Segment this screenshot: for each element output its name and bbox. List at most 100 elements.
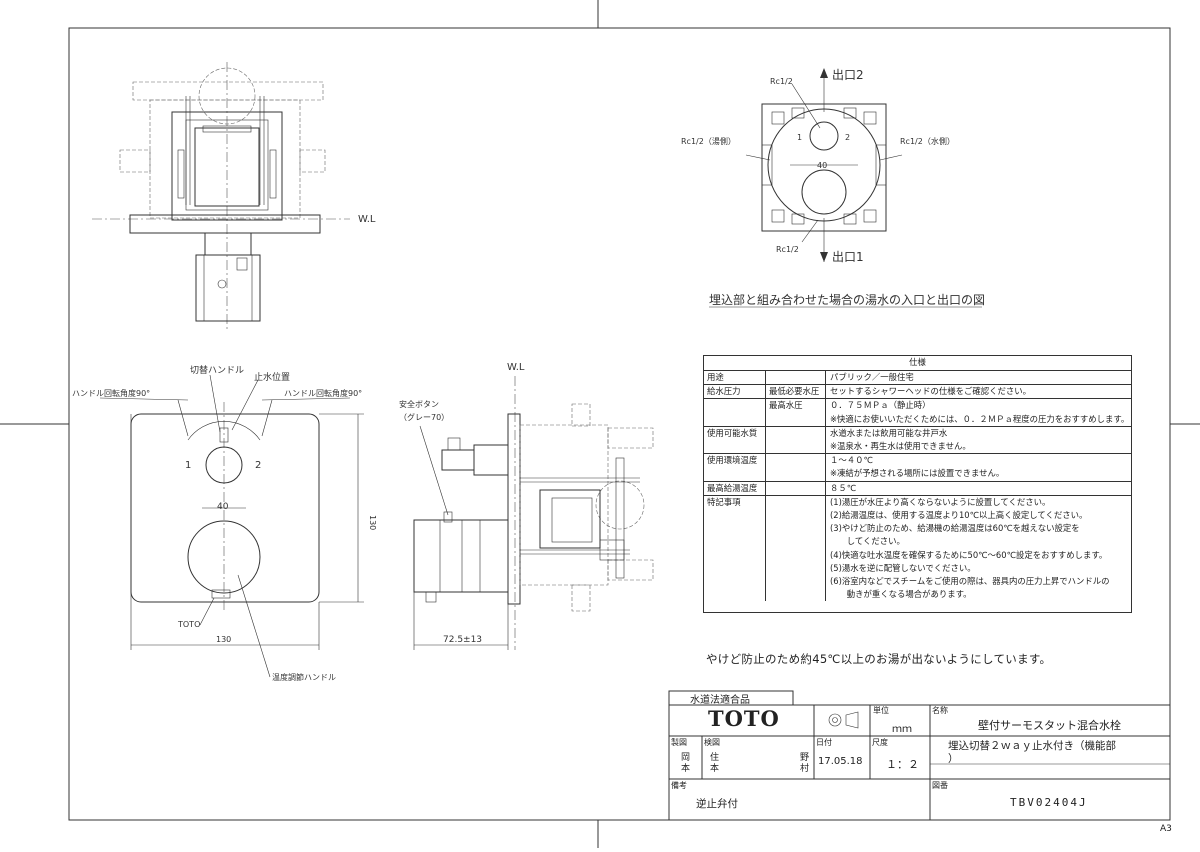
rc-top-label: Rc1/2 [770,77,793,86]
front-view: 切替ハンドル 止水位置 ハンドル回転角度90° ハンドル回転角度90° 1 2 … [72,364,377,682]
checked-by-4: 村 [800,764,810,774]
scale-value: １：２ [886,758,919,771]
spec-row: 給水圧力最低必要水圧セットするシャワーヘッドの仕様をご確認ください。 [704,385,1131,400]
rc-bottom-label: Rc1/2 [776,245,799,254]
checked-by-2: 本 [710,764,720,774]
drawn-label: 製図 [671,738,687,747]
spec-value-line: 水道水または飲用可能な井戸水 [830,427,948,438]
spec-row-values: 水道水または飲用可能な井戸水 ※温泉水・再生水は使用できません。 [826,427,1131,453]
spec-value-line: してください。 [830,536,905,547]
stop-position-label: 止水位置 [254,371,290,383]
spec-row-label: 使用可能水質 [704,426,766,454]
spec-row-label: 特記事項 [704,495,766,602]
spec-row-label [704,399,766,426]
front-num2: 2 [255,460,261,471]
spec-row-label: 最高給湯温度 [704,481,766,495]
brand-logo: TOTO [708,706,780,731]
spec-row-values: (1)湯圧が水圧より高くならないように設置してください。 (2)給湯温度は、使用す… [826,496,1131,602]
rotation-left-label: ハンドル回転角度90° [72,388,150,398]
rc-cold-label: Rc1/2（水側） [900,136,955,146]
spec-row-values: １～４０℃ ※凍結が予想される場所には設置できません。 [826,454,1131,480]
front-num40: 40 [217,502,229,512]
unit-value: ｍｍ [892,724,912,735]
spec-value-line: (2)給湯温度は、使用する温度より10℃以上高く設定してください。 [830,510,1088,521]
spec-value-line: セットするシャワーヘッドの仕様をご確認ください。 [830,386,1031,397]
remarks-value: 逆止弁付 [696,798,738,810]
side-depth-dim: 72.5±13 [443,635,482,645]
front-height-dim: 130 [368,515,377,530]
spec-row-sublabel [766,481,826,495]
drawing-number: TBV02404J [1010,796,1088,809]
spec-row-sublabel [766,495,826,602]
checked-label: 検図 [704,738,720,747]
spec-value-line: (4)快適な吐水温度を確保するために50℃～60℃設定をおすすめします。 [830,549,1108,560]
outlet1-label: 出口1 [832,250,864,264]
rotation-right-label: ハンドル回転角度90° [284,388,362,398]
spec-row-label: 用途 [704,371,766,385]
front-num1: 1 [185,460,191,471]
side-view: W.L 安全ボタン （グレー70） 72.5±13 [399,362,654,650]
spec-value-line: ０．７５ＭＰａ（静止時） [830,400,931,411]
drawn-by-2: 本 [681,764,691,774]
spec-row-sublabel: 最低必要水圧 [766,385,826,399]
spec-header: 仕様 [704,356,1131,371]
port-num40: 40 [817,161,827,170]
spec-row: 特記事項 (1)湯圧が水圧より高くならないように設置してください。 (2)給湯温度は… [704,495,1131,602]
unit-label: 単位 [873,706,889,715]
spec-row-values: ８５℃ [826,482,1131,495]
date-value: 17.05.18 [818,756,863,767]
top-view: W.L [92,62,376,330]
spec-value-line: ※温泉水・再生水は使用できません。 [830,441,971,452]
name-value: 壁付サーモスタット混合水栓 [978,719,1121,732]
port-num1: 1 [797,133,802,142]
outlet2-label: 出口2 [832,68,864,82]
spec-value-line: (5)湯水を逆に配管しないでください。 [830,562,976,573]
spec-table: 仕様 用途 パブリック／一般住宅給水圧力最低必要水圧セットするシャワーヘッドの仕様… [703,355,1132,613]
temp-handle-label: 温度調節ハンドル [272,672,336,682]
switch-handle-label: 切替ハンドル [190,364,244,376]
spec-row: 用途 パブリック／一般住宅 [704,371,1131,386]
spec-row-values: ０．７５ＭＰａ（静止時）※快適にお使いいただくためには、０．２ＭＰａ程度の圧力を… [826,399,1131,425]
checked-by-1: 住 [710,753,720,763]
spec-row-label: 給水圧力 [704,385,766,399]
spec-row: 使用環境温度 １～４０℃ ※凍結が予想される場所には設置できません。 [704,454,1131,482]
sheet-size: A3 [1160,824,1172,834]
toto-mark-label: TOTO [177,620,200,629]
name-label: 名称 [932,706,948,715]
spec-value-line: ８５℃ [830,482,857,493]
spec-row: 最高給湯温度 ８５℃ [704,481,1131,496]
spec-value-line: １～４０℃ [830,455,873,466]
spec-row-sublabel: 最高水圧 [766,399,826,426]
spec-value-line: (1)湯圧が水圧より高くならないように設置してください。 [830,496,1051,507]
port-diagram: 出口2 出口1 Rc1/2 Rc1/2 Rc1/2（湯側） Rc1/2（水側） … [681,68,985,308]
spec-value-line: パブリック／一般住宅 [830,372,914,382]
spec-value-line: (6)浴室内などでスチームをご使用の際は、器具内の圧力上昇でハンドルの [830,576,1110,587]
spec-row-values: セットするシャワーヘッドの仕様をご確認ください。 [826,385,1131,398]
spec-value-line: 動きが重くなる場合があります。 [830,589,972,600]
spec-value-line: (3)やけど防止のため、給湯機の給湯温度は60℃を越えない設定を [830,523,1080,534]
title-block-frame [668,690,1170,820]
spec-value-line: ※凍結が予想される場所には設置できません。 [830,468,1005,479]
wl-label-top: W.L [358,214,376,225]
port-caption: 埋込部と組み合わせた場合の湯水の入口と出口の図 [709,292,985,307]
front-width-dim: 130 [216,635,231,644]
spec-row-sublabel [766,371,826,385]
scale-label: 尺度 [872,738,888,747]
drawn-by-1: 岡 [681,753,691,763]
safety-button-color: （グレー70） [399,412,449,422]
spec-row: 使用可能水質 水道水または飲用可能な井戸水 ※温泉水・再生水は使用できません。 [704,426,1131,455]
remarks-label: 備考 [671,781,687,790]
spec-row-sublabel [766,426,826,454]
spec-row-label: 使用環境温度 [704,454,766,481]
notice-text: やけど防止のため約45℃以上のお湯が出ないようにしています。 [706,652,1052,666]
drawing-no-label: 図番 [932,781,948,790]
date-label: 日付 [816,738,832,747]
description-line-2: ） [948,753,959,765]
approval-label: 水道法適合品 [690,695,750,706]
checked-by-3: 野 [800,753,810,763]
spec-row-values: パブリック／一般住宅 [826,371,1131,384]
